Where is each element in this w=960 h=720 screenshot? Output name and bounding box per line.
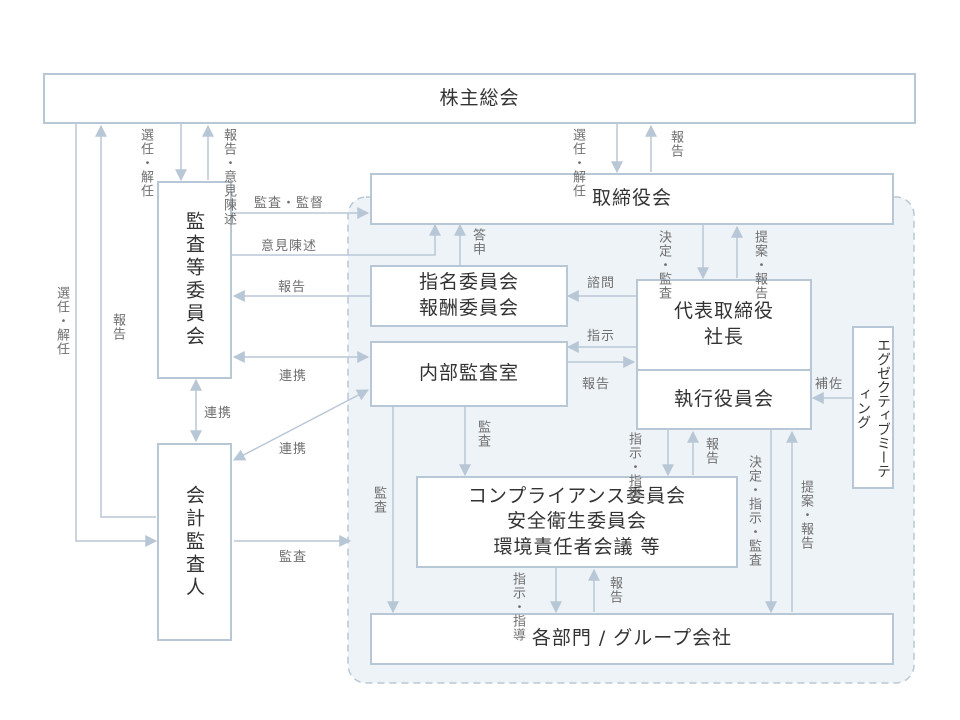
arrow-cooperate-auditor [232, 389, 370, 461]
label-opinion-statement: 意見陳述 [261, 239, 318, 254]
label-report-answer: 答申 [470, 228, 485, 256]
label-elect-dismiss-audit: 選任・解任 [138, 128, 153, 198]
label-report-comp: 報告 [607, 576, 622, 604]
label-audit-internal-dept: 監査 [371, 486, 386, 514]
arrow-elect-auditor [75, 124, 158, 547]
arrow-opinion [232, 223, 441, 256]
audit-committee-box: 監査等委員会 [157, 181, 232, 379]
label-report-opinion-audit: 報告・意見陳述 [221, 128, 236, 226]
board-box: 取締役会 [370, 173, 894, 225]
label-report-auditor: 報告 [110, 313, 125, 341]
arrow-report-auditor-up [95, 124, 156, 518]
exec-officers-label: 執行役員会 [673, 387, 774, 410]
audit-committee-label: 監査等委員会 [183, 211, 205, 349]
president-label-2: 社長 [703, 326, 744, 348]
internal-audit-label: 内部監査室 [418, 362, 519, 385]
label-audit-auditor: 監査 [279, 550, 308, 565]
president-box: 代表取締役 社長 [636, 279, 812, 371]
label-report-exec: 報告 [703, 437, 718, 465]
departments-box: 各部門 / グループ会社 [370, 613, 894, 665]
label-audit-internal-comp: 監査 [475, 420, 490, 448]
nomination-committee-label: 指名委員会 [418, 271, 519, 294]
president-label-1: 代表取締役 [673, 300, 774, 323]
exec-officers-box: 執行役員会 [636, 369, 812, 430]
label-instruct-guide-exec: 指示・指導 [626, 432, 641, 502]
nomination-box: 指名委員会 報酬委員会 [370, 265, 568, 327]
departments-label: 各部門 / グループ会社 [531, 627, 733, 650]
compliance-committee-label: コンプライアンス委員会 [467, 484, 687, 507]
label-instruct-guide-comp: 指示・指導 [510, 572, 525, 642]
label-elect-dismiss-board: 選任・解任 [570, 128, 585, 198]
label-instruct: 指示 [587, 329, 616, 344]
label-cooperate-vertical: 連携 [204, 406, 233, 421]
safety-committee-label: 安全衛生委員会 [506, 510, 647, 533]
label-decide-audit-board: 決定・監査 [656, 230, 671, 300]
label-elect-dismiss-auditor: 選任・解任 [54, 286, 69, 356]
label-cooperate-auditor: 連携 [279, 442, 308, 457]
environment-meeting-label: 環境責任者会議 等 [493, 535, 661, 558]
label-propose-report-exec: 提案・報告 [798, 480, 813, 550]
exec-meeting-label: エグゼクティブミーティング [855, 337, 891, 478]
compliance-box: コンプライアンス委員会 安全衛生委員会 環境責任者会議 等 [416, 476, 738, 568]
label-propose-report-board: 提案・報告 [752, 230, 767, 300]
accounting-auditor-box: 会計監査人 [157, 443, 232, 641]
accounting-auditor-label: 会計監査人 [183, 484, 205, 600]
internal-audit-box: 内部監査室 [370, 341, 568, 407]
label-report-nomination: 報告 [278, 280, 307, 295]
label-consult: 諮問 [587, 276, 616, 291]
shareholders-label: 株主総会 [439, 86, 520, 109]
label-report-internal: 報告 [582, 377, 611, 392]
label-report-board: 報告 [668, 130, 683, 158]
compensation-committee-label: 報酬委員会 [418, 297, 519, 319]
label-supplement: 補佐 [815, 377, 844, 392]
board-label: 取締役会 [591, 187, 672, 210]
label-audit-supervise: 監査・監督 [254, 196, 325, 211]
exec-meeting-box: エグゼクティブミーティング [852, 326, 894, 489]
shareholders-box: 株主総会 [43, 73, 916, 124]
label-cooperate-internal: 連携 [279, 369, 308, 384]
label-decide-instruct-audit: 決定・指示・監査 [746, 455, 761, 567]
